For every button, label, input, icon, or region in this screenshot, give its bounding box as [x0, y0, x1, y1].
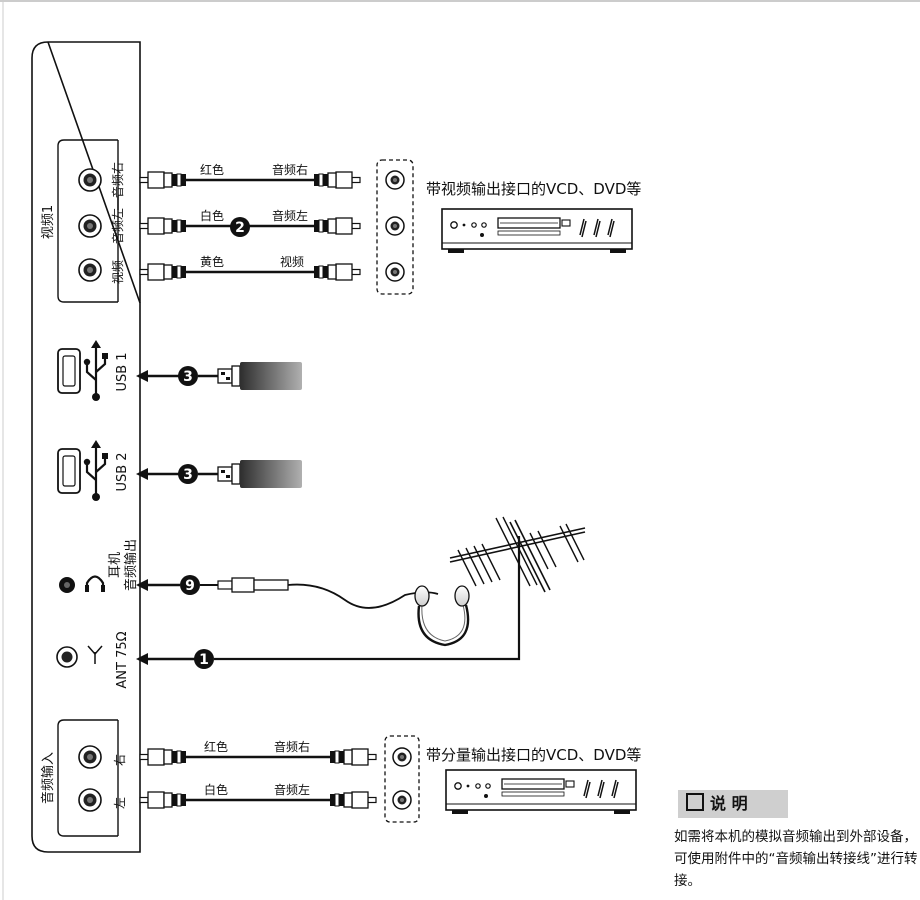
audio-red-color-label: 红色: [204, 739, 228, 754]
antenna-cable: [214, 536, 521, 661]
note-text: 如需将本机的模拟音频输出到外部设备，可使用附件中的“音频输出转接线”进行转接。: [674, 829, 918, 889]
headphone-icon: [85, 575, 105, 592]
av-white-color-label: 白色: [200, 208, 224, 223]
usb2-label: USB 2: [115, 452, 130, 491]
av-red-color-label: 红色: [200, 162, 224, 177]
usb1-label: USB 1: [115, 352, 130, 391]
antenna-symbol-icon: [87, 645, 103, 664]
dvd1-jack-panel: [376, 159, 414, 295]
earphone-label: 耳机: [108, 552, 123, 578]
audio-in-left-label: 左: [112, 797, 127, 809]
audio-output-label: 音频输出: [123, 539, 139, 591]
marker-9-label: 9: [185, 578, 195, 594]
antenna-arrowhead: [136, 653, 148, 665]
av-group-label: 视频1: [41, 205, 56, 239]
usb2-arrowhead: [136, 468, 148, 480]
marker-2: [230, 217, 250, 237]
note-title: 说 明: [678, 790, 788, 818]
audio-cable-white: [139, 791, 377, 809]
dvd2-jack-panel: [384, 735, 420, 823]
av-cable-white: [139, 217, 361, 235]
audio-in-left-port[interactable]: [78, 788, 102, 812]
headphones-device: [287, 583, 470, 647]
marker-9: [180, 575, 200, 595]
dvd2-caption: 带分量输出接口的VCD、DVD等: [426, 746, 641, 764]
headphone-plug: [200, 577, 289, 593]
av-audio-right-port[interactable]: [78, 168, 102, 192]
av-cable-red: [139, 171, 361, 189]
dvd1-video-jack[interactable]: [385, 262, 405, 282]
marker-2-label: 2: [235, 220, 245, 236]
antenna-port-core: [61, 651, 73, 663]
av-left-label: 音频左: [110, 208, 125, 244]
usb2-flash-drive: [217, 459, 303, 489]
audio-input-group: [57, 719, 119, 837]
checkbox-icon: [686, 793, 704, 811]
dvd1-audio-right-jack[interactable]: [385, 170, 405, 190]
av-input-group: [57, 139, 119, 303]
av-yellow-signal-label: 视频: [280, 254, 304, 269]
usb2-icon: [82, 438, 110, 503]
av-video-port[interactable]: [78, 258, 102, 282]
earphone-jack-core: [64, 582, 70, 588]
dvd-player-2: [445, 769, 637, 815]
av-video-label: 视频: [110, 260, 125, 284]
dvd2-audio-left-jack[interactable]: [392, 790, 412, 810]
dvd1-audio-left-jack[interactable]: [385, 216, 405, 236]
usb1-arrowhead: [136, 370, 148, 382]
usb1-port-inner: [62, 355, 76, 387]
av-right-label: 音频右: [110, 162, 125, 198]
note-title-text: 说 明: [710, 794, 748, 813]
audio-white-signal-label: 音频左: [274, 782, 310, 797]
audio-in-right-port[interactable]: [78, 745, 102, 769]
av-red-signal-label: 音频右: [272, 162, 308, 177]
usb2-port-inner: [62, 455, 76, 487]
dvd-player-1: [441, 208, 633, 254]
ant-label: ANT 75Ω: [115, 631, 130, 688]
marker-1: [194, 649, 214, 669]
av-yellow-color-label: 黄色: [200, 255, 224, 269]
audio-red-signal-label: 音频右: [274, 739, 310, 754]
marker-3-usb1: [178, 366, 198, 386]
earphone-arrowhead: [136, 579, 148, 591]
av-cable-yellow: [139, 263, 361, 281]
audio-cable-red: [139, 748, 377, 766]
marker-3-usb2: [178, 464, 198, 484]
audio-in-right-label: 右: [112, 754, 127, 766]
usb1-flash-drive: [217, 361, 303, 391]
audio-input-label: 音频输入: [40, 752, 56, 804]
marker-3-usb1-label: 3: [183, 369, 193, 385]
marker-3-usb2-label: 3: [183, 467, 193, 483]
dvd1-caption: 带视频输出接口的VCD、DVD等: [426, 180, 641, 198]
tv-side-panel: [31, 41, 141, 853]
av-audio-left-port[interactable]: [78, 214, 102, 238]
av-white-signal-label: 音频左: [272, 208, 308, 223]
dvd2-audio-right-jack[interactable]: [392, 747, 412, 767]
audio-white-color-label: 白色: [204, 782, 228, 797]
usb1-icon: [82, 338, 110, 403]
tv-antenna: [449, 516, 586, 593]
marker-1-label: 1: [199, 652, 209, 668]
